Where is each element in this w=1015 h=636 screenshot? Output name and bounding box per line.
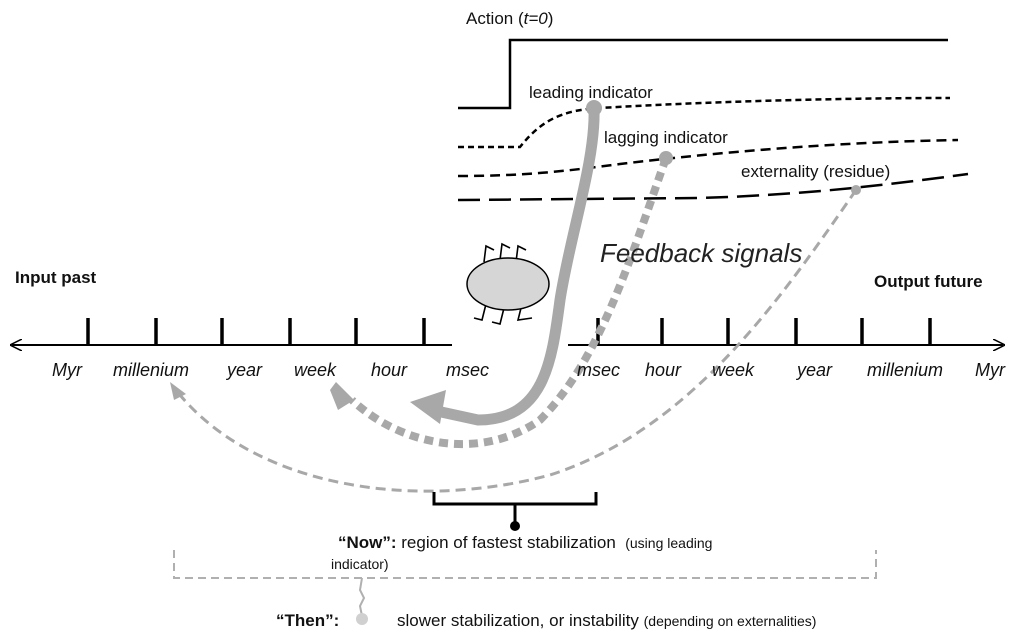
lagging-indicator-curve	[457, 138, 959, 178]
future-tick-label: week	[712, 360, 755, 380]
action-step-line	[458, 38, 948, 110]
lagging-feedback-arrow	[349, 156, 670, 449]
feedback-signals-label: Feedback signals	[600, 238, 803, 268]
past-tick-label: msec	[446, 360, 490, 380]
future-tick-label: hour	[645, 360, 682, 380]
now-caption-small: (using leading	[625, 535, 713, 551]
externality-dot	[851, 185, 861, 195]
then-caption: slower stabilization, or instability (de…	[397, 611, 816, 631]
leading-indicator-label: leading indicator	[529, 83, 653, 102]
then-caption-small: (depending on externalities)	[643, 613, 817, 629]
past-tick-label: Myr	[52, 360, 82, 380]
lagging-indicator-label: lagging indicator	[604, 128, 728, 147]
now-caption-small-line2: indicator)	[331, 556, 389, 572]
future-tick-label: millenium	[867, 360, 944, 380]
future-tick-label: year	[797, 360, 833, 380]
externality-feedback-arrowhead	[170, 382, 186, 400]
output-future-label: Output future	[874, 272, 983, 291]
future-ticks	[596, 318, 932, 345]
then-bracket-stem	[358, 577, 366, 617]
lagging-indicator-dot	[659, 151, 673, 165]
now-bracket	[432, 492, 598, 524]
externality-curve	[457, 172, 969, 202]
leading-feedback-arrow	[426, 102, 600, 426]
now-caption: “Now”: region of fastest stabilization (…	[338, 533, 712, 553]
then-caption-bold: “Then”:	[276, 611, 340, 630]
action-label: Action (t=0)	[466, 9, 554, 28]
leading-indicator-curve	[458, 96, 951, 149]
then-bracket	[173, 550, 877, 579]
leading-feedback-arrowhead	[410, 390, 446, 424]
externality-label: externality (residue)	[741, 162, 891, 181]
now-bracket-dot	[510, 521, 520, 531]
input-past-label: Input past	[15, 268, 97, 287]
then-caption-text: slower stabilization, or instability	[397, 611, 639, 630]
past-tick-label: week	[294, 360, 337, 380]
future-tick-label: msec	[577, 360, 621, 380]
now-caption-bold: “Now”:	[338, 533, 397, 552]
future-tick-label: Myr	[975, 360, 1005, 380]
past-tick-label: year	[227, 360, 263, 380]
past-ticks	[86, 318, 426, 345]
leading-indicator-dot	[586, 100, 602, 116]
agent-bug-icon	[466, 242, 550, 325]
externality-feedback-arrow	[178, 189, 858, 493]
lagging-feedback-arrowhead	[330, 382, 354, 410]
past-tick-label: hour	[371, 360, 408, 380]
then-bracket-dot	[356, 613, 368, 625]
past-tick-label: millenium	[113, 360, 190, 380]
now-caption-text: region of fastest stabilization	[396, 533, 616, 552]
